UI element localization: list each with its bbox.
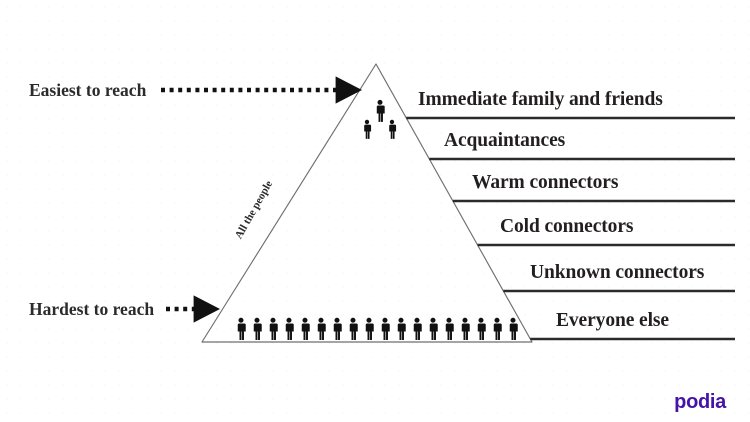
top-people-group: [364, 99, 397, 139]
person-icon-top-center: [376, 99, 385, 122]
person-icon-bottom-5: [301, 317, 310, 340]
tier-divider-lines: [406, 116, 735, 341]
person-icon-bottom-7: [333, 317, 342, 340]
person-icon-bottom-1: [237, 317, 246, 340]
person-icon-bottom-6: [317, 317, 326, 340]
hardest-to-reach-label: Hardest to reach: [29, 299, 155, 319]
person-icon-bottom-11: [397, 317, 406, 340]
tier-label-5: Unknown connectors: [530, 262, 705, 283]
bottom-people-row: [237, 317, 518, 340]
person-icon-top-right: [389, 119, 397, 139]
easiest-to-reach-label: Easiest to reach: [29, 80, 147, 100]
tier-label-3: Warm connectors: [472, 172, 619, 193]
person-icon-bottom-14: [445, 317, 454, 340]
person-icon-bottom-10: [381, 317, 390, 340]
person-icon-bottom-8: [349, 317, 358, 340]
person-icon-bottom-16: [477, 317, 486, 340]
tier-label-4: Cold connectors: [500, 216, 634, 237]
pyramid-outline: [201, 63, 533, 343]
person-icon-bottom-12: [413, 317, 422, 340]
person-icon-bottom-17: [493, 317, 502, 340]
person-icon-bottom-13: [429, 317, 438, 340]
person-icon-top-left: [364, 119, 372, 139]
person-icon-bottom-4: [285, 317, 294, 340]
podia-logo: podia: [674, 391, 726, 413]
tier-label-6: Everyone else: [556, 310, 669, 331]
person-icon-bottom-3: [269, 317, 278, 340]
person-icon-bottom-15: [461, 317, 470, 340]
tier-label-1: Immediate family and friends: [418, 89, 663, 110]
person-icon-bottom-18: [509, 317, 518, 340]
person-icon-bottom-2: [253, 317, 262, 340]
person-icon-bottom-9: [365, 317, 374, 340]
tier-label-2: Acquaintances: [444, 130, 566, 151]
